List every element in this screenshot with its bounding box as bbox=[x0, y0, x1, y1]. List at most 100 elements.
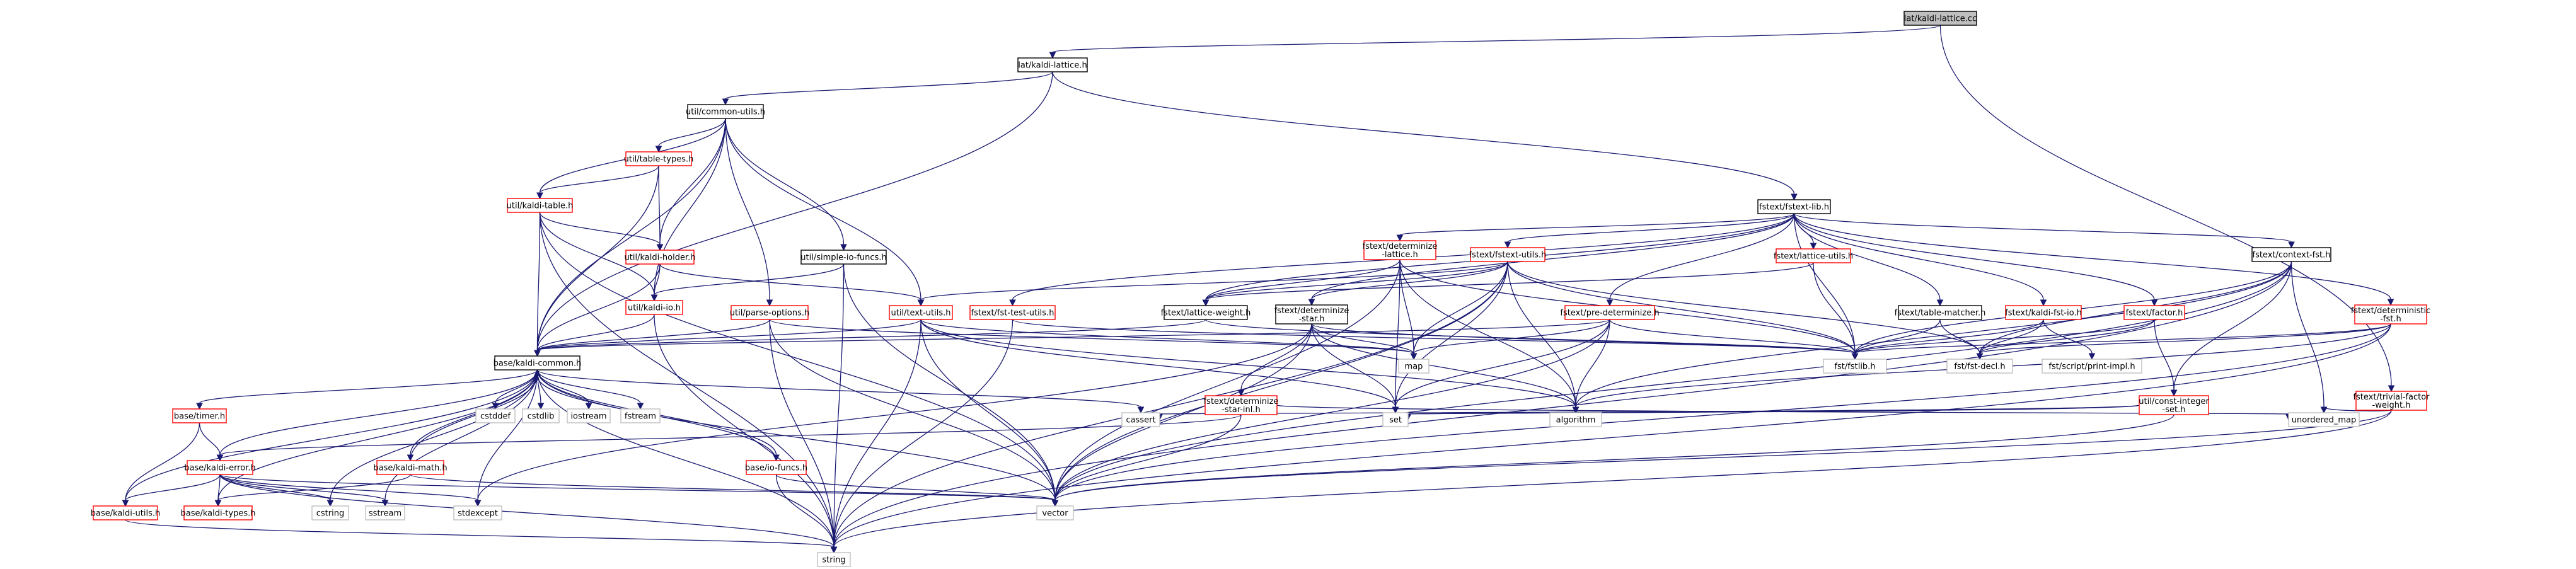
node-fstext-lattice-weight-h[interactable]: fstext/lattice-weight.h bbox=[1161, 305, 1251, 320]
edges-layer bbox=[122, 25, 2395, 554]
dependency-edge bbox=[534, 319, 1610, 357]
node-box bbox=[2139, 395, 2209, 415]
node-box bbox=[567, 408, 611, 423]
node-fstext-context-fst-h[interactable]: fstext/context-fst.h bbox=[2251, 247, 2331, 262]
node-box bbox=[494, 355, 580, 371]
node-box bbox=[1017, 57, 1088, 72]
node-root[interactable]: lat/kaldi-lattice.cc bbox=[1903, 11, 1977, 26]
node-util-const-integer-set-h[interactable]: util/const-integer-set.h bbox=[2139, 395, 2209, 415]
dependency-edge bbox=[1052, 71, 1798, 201]
node-util-kaldi-holder-h[interactable]: util/kaldi-holder.h bbox=[625, 250, 696, 265]
node-fstext-deterministic-fst-h[interactable]: fstext/deterministic-fst.h bbox=[2351, 304, 2431, 325]
node-box bbox=[1898, 305, 1982, 320]
node-box bbox=[746, 460, 807, 475]
node-box bbox=[1363, 240, 1436, 260]
node-cassert[interactable]: cassert bbox=[1121, 412, 1160, 427]
arrowhead bbox=[1572, 406, 1580, 414]
node-base-kaldi-error-h[interactable]: base/kaldi-error.h bbox=[184, 460, 256, 475]
arrowhead bbox=[655, 146, 662, 153]
arrowhead bbox=[1202, 299, 1210, 307]
node-box bbox=[311, 505, 349, 520]
node-fstext-trivial-factor-weight-h[interactable]: fstext/trivial-factor-weight.h bbox=[2353, 391, 2430, 411]
node-map[interactable]: map bbox=[1398, 359, 1430, 374]
arrowhead bbox=[2170, 389, 2178, 397]
node-label: fstext/trivial-factor bbox=[2353, 393, 2430, 402]
arrowhead bbox=[2388, 385, 2395, 393]
node-base-io-funcs-h[interactable]: base/io-funcs.h bbox=[745, 460, 807, 475]
node-fst-fstlib-h[interactable]: fst/fstlib.h bbox=[1823, 359, 1887, 374]
node-box bbox=[1823, 359, 1887, 374]
node-fstext-fst-test-utils-h[interactable]: fstext/fst-test-utils.h bbox=[969, 305, 1056, 320]
node-box bbox=[1946, 359, 2013, 374]
node-label: fstext/kaldi-fst-io.h bbox=[2005, 309, 2082, 318]
node-util-kaldi-io-h[interactable]: util/kaldi-io.h bbox=[625, 300, 683, 315]
node-fst-script-print-impl-h[interactable]: fst/script/print-impl.h bbox=[2042, 359, 2142, 374]
node-fstext-determinize-star-h[interactable]: fstext/determinize-star.h bbox=[1274, 304, 1349, 325]
node-util-text-utils-h[interactable]: util/text-utils.h bbox=[889, 305, 953, 320]
dependency-edge bbox=[536, 369, 644, 410]
node-base-timer-h[interactable]: base/timer.h bbox=[172, 408, 227, 423]
arrowhead bbox=[1392, 406, 1399, 414]
arrowhead bbox=[650, 294, 658, 302]
node-string[interactable]: string bbox=[817, 552, 851, 567]
node-label: -star-inl.h bbox=[1222, 405, 1261, 415]
dependency-edge bbox=[1202, 259, 1401, 307]
node-fstext-lattice-utils-h[interactable]: fstext/lattice-utils.h bbox=[1774, 248, 1853, 263]
dependency-edge bbox=[214, 474, 411, 507]
node-fstext-fstext-utils-h[interactable]: fstext/fstext-utils.h bbox=[1469, 247, 1547, 262]
node-fstext-factor-h[interactable]: fstext/factor.h bbox=[2123, 305, 2185, 320]
node-stdexcept[interactable]: stdexcept bbox=[453, 505, 502, 520]
node-unordered-map[interactable]: unordered_map bbox=[2288, 412, 2360, 427]
dependency-edge bbox=[1793, 213, 2394, 306]
dependency-edge bbox=[2170, 261, 2292, 397]
node-base-kaldi-common-h[interactable]: base/kaldi-common.h bbox=[494, 355, 582, 371]
node-box bbox=[625, 151, 692, 166]
node-label: util/kaldi-io.h bbox=[628, 304, 681, 313]
node-box bbox=[2354, 304, 2427, 325]
node-box bbox=[1564, 305, 1655, 320]
node-vector[interactable]: vector bbox=[1036, 505, 1074, 520]
node-util-parse-options-h[interactable]: util/parse-options.h bbox=[730, 305, 809, 320]
dependency-edge bbox=[1793, 213, 2295, 249]
node-fstext-determinize-star-inl-h[interactable]: fstext/determinize-star-inl.h bbox=[1204, 395, 1279, 415]
node-base-kaldi-math-h[interactable]: base/kaldi-math.h bbox=[373, 460, 448, 475]
node-util-table-types-h[interactable]: util/table-types.h bbox=[624, 151, 694, 166]
arrowhead bbox=[2288, 241, 2295, 249]
node-box bbox=[1275, 304, 1348, 325]
dependency-edge bbox=[219, 474, 334, 507]
node-box bbox=[187, 460, 253, 475]
dependency-edge bbox=[536, 165, 659, 200]
node-label: base/kaldi-utils.h bbox=[91, 509, 161, 519]
node-cstring[interactable]: cstring bbox=[311, 505, 349, 520]
node-sstream[interactable]: sstream bbox=[365, 505, 405, 520]
dependency-edge bbox=[1793, 213, 1944, 307]
node-fst-fst-decl-h[interactable]: fst/fst-decl.h bbox=[1946, 359, 2013, 374]
node-cstdlib[interactable]: cstdlib bbox=[522, 408, 560, 423]
dependency-edge bbox=[122, 369, 538, 507]
dependency-edge bbox=[830, 319, 921, 554]
node-label: base/io-funcs.h bbox=[745, 464, 807, 473]
node-algorithm[interactable]: algorithm bbox=[1549, 412, 1602, 427]
node-fstext-determinize-lattice-h[interactable]: fstext/determinize-lattice.h bbox=[1363, 240, 1438, 260]
node-fstext-table-matcher-h[interactable]: fstext/table-matcher.h bbox=[1895, 305, 1986, 320]
arrowhead bbox=[840, 244, 847, 251]
node-util-common-utils-h[interactable]: util/common-utils.h bbox=[686, 104, 765, 119]
node-iostream[interactable]: iostream bbox=[567, 408, 611, 423]
node-label: set bbox=[1389, 416, 1402, 425]
node-base-kaldi-utils-h[interactable]: base/kaldi-utils.h bbox=[91, 505, 161, 520]
node-lat-kaldi-lattice-h[interactable]: lat/kaldi-lattice.h bbox=[1017, 57, 1088, 72]
dependency-edge bbox=[1308, 261, 1508, 306]
node-set[interactable]: set bbox=[1382, 412, 1409, 427]
node-label: fstext/pre-determinize.h bbox=[1560, 309, 1659, 318]
node-base-kaldi-types-h[interactable]: base/kaldi-types.h bbox=[181, 505, 256, 520]
node-fstext-pre-determinize-h[interactable]: fstext/pre-determinize.h bbox=[1560, 305, 1660, 320]
node-fstream[interactable]: fstream bbox=[620, 408, 661, 423]
node-label: base/kaldi-common.h bbox=[494, 359, 582, 369]
arrowhead bbox=[766, 299, 773, 307]
node-util-simple-io-funcs-h[interactable]: util/simple-io-funcs.h bbox=[800, 250, 887, 265]
node-fstext-kaldi-fst-io-h[interactable]: fstext/kaldi-fst-io.h bbox=[2005, 305, 2082, 320]
node-util-kaldi-table-h[interactable]: util/kaldi-table.h bbox=[507, 198, 574, 213]
node-fstext-fstext-lib-h[interactable]: fstext/fstext-lib.h bbox=[1757, 199, 1831, 214]
dependency-edge bbox=[1051, 259, 1401, 507]
node-cstddef[interactable]: cstddef bbox=[475, 408, 516, 423]
